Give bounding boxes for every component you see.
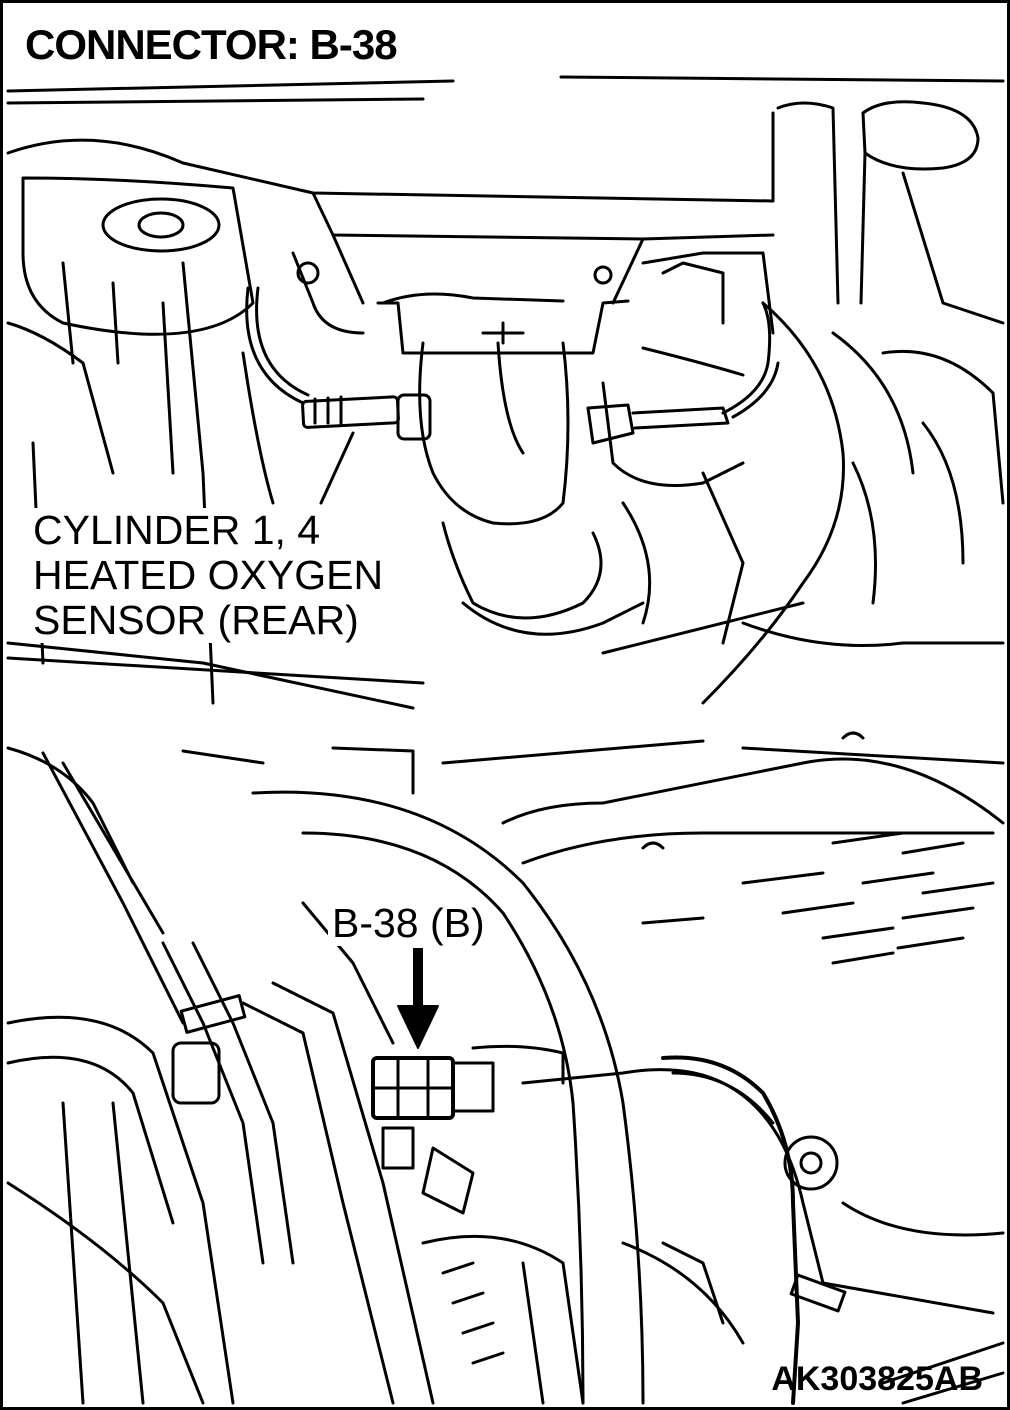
sensor-label-line: SENSOR (REAR): [33, 597, 359, 643]
sensor-label-line: HEATED OXYGEN: [33, 552, 384, 598]
connector-arrow: [397, 948, 439, 1049]
connector-callout-label: B-38 (B): [328, 901, 489, 946]
sensor-callout-label: CYLINDER 1, 4 HEATED OXYGEN SENSOR (REAR…: [33, 507, 384, 643]
lower-view-illustration: [6, 731, 1005, 1405]
line-art: [6, 75, 1005, 1405]
reference-code: AK303825AB: [771, 1360, 983, 1398]
sensor-label-line: CYLINDER 1, 4: [33, 507, 321, 553]
upper-view-illustration: [6, 75, 1005, 710]
page-title: CONNECTOR: B-38: [25, 21, 398, 68]
